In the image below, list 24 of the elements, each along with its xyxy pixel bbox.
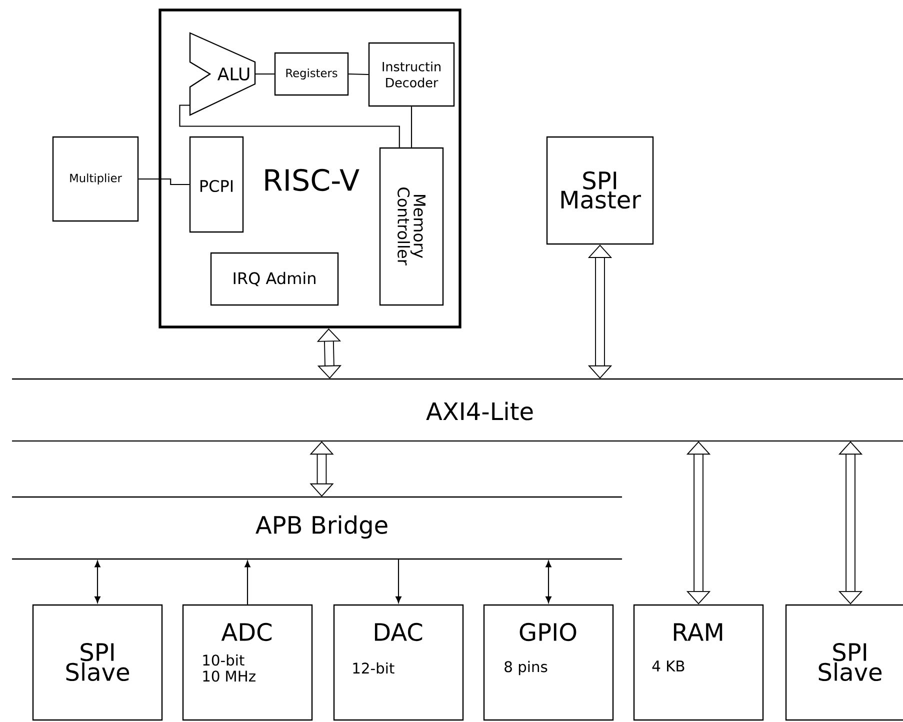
component-box: DAC 12-bit (333, 604, 464, 721)
component-box: SPI Master (546, 136, 654, 245)
arrow (396, 559, 402, 603)
component-box: RAM 4 KB (633, 604, 764, 721)
component-box: Registers (274, 52, 349, 96)
component-box: Instructin Decoder (368, 42, 455, 107)
component-box: PCPI (189, 136, 244, 233)
bus-band: APB Bridge (12, 496, 622, 560)
component-box: SPI Slave (32, 604, 163, 721)
component-box: GPIO 8 pins (483, 604, 614, 721)
arrow (94, 560, 100, 603)
connector-line (410, 106, 412, 148)
connector-line (179, 104, 400, 148)
connector-line (138, 178, 190, 186)
arrow (546, 560, 552, 603)
connector-line (348, 73, 368, 76)
component-box: IRQ Admin (210, 252, 339, 306)
component-box: Memory Controller (379, 147, 444, 306)
arrow (244, 560, 250, 604)
component-box: SPI Slave (785, 604, 903, 721)
component-box: ADC 10-bit 10 MHz (182, 604, 313, 721)
component-box: Multiplier (52, 136, 139, 222)
connector-line (255, 73, 274, 75)
bus-band: AXI4-Lite (12, 378, 903, 442)
